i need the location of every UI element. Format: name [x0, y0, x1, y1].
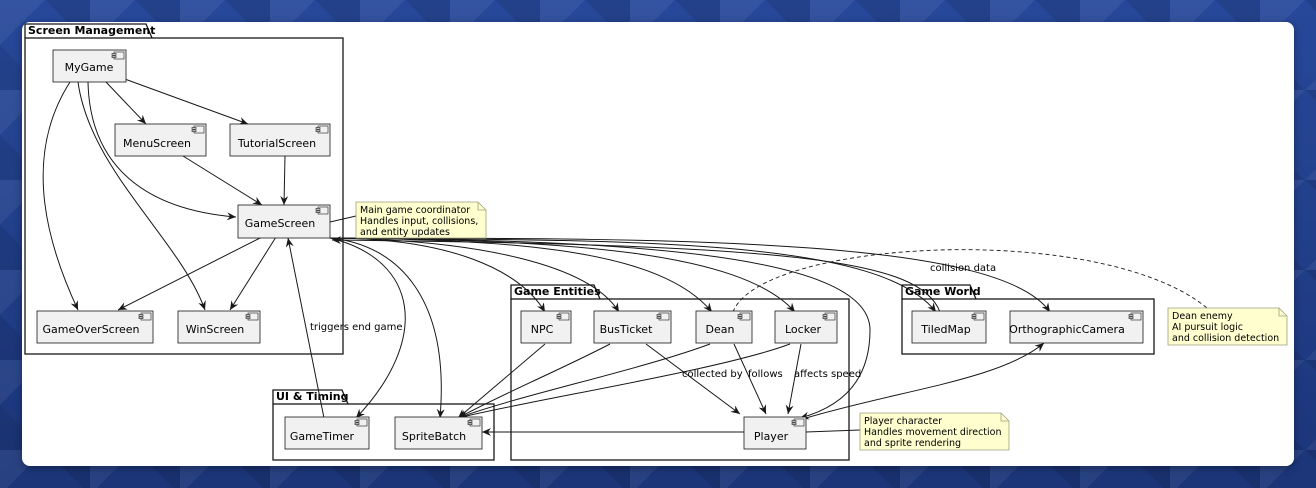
edge-locker-spritebatch	[457, 343, 791, 420]
note-gamescreen: Main game coordinator Handles input, col…	[355, 201, 487, 239]
component-tutorialscreen[interactable]: TutorialScreen	[229, 123, 331, 157]
package-game-world: Game World	[901, 284, 1155, 355]
component-gamescreen[interactable]: GameScreen	[237, 204, 331, 239]
note-line: and sprite rendering	[864, 438, 961, 449]
diagram-panel: Screen Management UI & Timing Game Entit…	[22, 22, 1294, 466]
note-dean: Dean enemy AI pursuit logic and collisio…	[1167, 307, 1288, 346]
edge-label-affects-speed: affects speed	[794, 369, 861, 380]
note-line: and entity updates	[360, 227, 450, 238]
component-diagram: Screen Management UI & Timing Game Entit…	[24, 23, 1288, 461]
component-dean[interactable]: Dean	[695, 310, 753, 344]
component-gameoverscreen[interactable]: GameOverScreen	[36, 310, 154, 344]
connector-gamescreen-note	[329, 215, 357, 223]
component-label: BusTicket	[600, 323, 653, 336]
edge-gametimer-gamescreen	[285, 237, 325, 419]
component-label: Dean	[706, 323, 735, 336]
component-orthographiccamera[interactable]: OrthographicCamera	[1009, 310, 1144, 344]
note-anchors	[329, 215, 861, 433]
edge-label-collected-by: collected by	[682, 369, 743, 380]
edge-label-follows: follows	[748, 369, 783, 380]
edge-label-collision-data: collision data	[930, 263, 996, 274]
edge-menuscreen-gamescreen	[182, 155, 263, 206]
component-label: SpriteBatch	[402, 430, 466, 443]
connector-dean-note	[732, 249, 1208, 313]
edge-tiledmap-gamescreen	[331, 236, 941, 313]
edge-mygame-winscreen	[77, 81, 206, 311]
package-title: Game World	[905, 285, 981, 298]
component-label: GameTimer	[290, 430, 355, 443]
note-line: AI pursuit logic	[1172, 322, 1243, 333]
edge-mygame-menuscreen	[105, 81, 147, 125]
edge-npc-spritebatch	[457, 343, 546, 419]
edge-gamescreen-spritebatch	[329, 237, 445, 419]
package-title: UI & Timing	[276, 390, 349, 403]
component-locker[interactable]: Locker	[774, 310, 838, 344]
edge-gamescreen-gameoverscreen	[117, 236, 263, 311]
edge-gamescreen-npc	[329, 237, 546, 313]
note-player: Player character Handles movement direct…	[859, 412, 1010, 451]
component-label: TiledMap	[920, 323, 970, 336]
connector-player-note	[805, 429, 861, 433]
component-npc[interactable]: NPC	[520, 310, 572, 344]
edge-mygame-tutorialscreen	[121, 77, 249, 125]
note-line: Main game coordinator	[360, 205, 470, 216]
component-label: GameOverScreen	[42, 323, 139, 336]
edge-dean-player	[733, 343, 767, 415]
component-label: GameScreen	[245, 217, 316, 230]
component-spritebatch[interactable]: SpriteBatch	[394, 416, 483, 450]
package-screen-management: Screen Management	[24, 23, 344, 355]
edge-mygame-gamescreen	[87, 81, 237, 221]
package-title: Game Entities	[514, 285, 601, 298]
component-winscreen[interactable]: WinScreen	[177, 310, 261, 344]
edge-gamescreen-busticket	[329, 237, 620, 313]
note-line: Player character	[864, 416, 942, 427]
component-label: OrthographicCamera	[1009, 323, 1125, 336]
component-label: TutorialScreen	[237, 137, 316, 150]
edge-gamescreen-dean	[329, 237, 713, 313]
edge-tutorialscreen-gamescreen	[280, 155, 289, 206]
edge-label-triggers-end-game: triggers end game	[310, 322, 403, 333]
edge-mygame-gameoverscreen	[42, 81, 79, 311]
edge-gamescreen-winscreen	[229, 236, 277, 311]
component-label: MenuScreen	[123, 137, 191, 150]
edge-busticket-player	[645, 343, 741, 415]
edge-gamescreen-locker	[329, 237, 796, 313]
note-line: Handles input, collisions,	[360, 216, 478, 227]
component-mygame[interactable]: MyGame	[52, 49, 127, 83]
edge-player-orthographiccamera	[796, 342, 1045, 425]
component-label: WinScreen	[186, 323, 245, 336]
component-label: Player	[754, 430, 789, 443]
component-menuscreen[interactable]: MenuScreen	[114, 123, 207, 157]
component-label: MyGame	[65, 61, 114, 74]
component-player[interactable]: Player	[743, 416, 807, 450]
component-label: Locker	[785, 323, 821, 336]
edge-busticket-spritebatch	[457, 343, 611, 419]
component-tiledmap[interactable]: TiledMap	[911, 310, 987, 344]
component-gametimer[interactable]: GameTimer	[284, 416, 370, 450]
note-line: and collision detection	[1172, 333, 1279, 344]
note-line: Handles movement direction	[864, 427, 1002, 438]
note-line: Dean enemy	[1172, 311, 1233, 322]
edge-gamescreen-tiledmap	[329, 237, 937, 313]
edge-dean-spritebatch	[457, 343, 711, 419]
package-title: Screen Management	[28, 24, 155, 37]
component-label: NPC	[531, 323, 554, 336]
edges	[42, 77, 1051, 436]
edge-gamescreen-gametimer	[329, 237, 406, 419]
component-busticket[interactable]: BusTicket	[593, 310, 672, 344]
note-connectors	[732, 249, 1208, 313]
